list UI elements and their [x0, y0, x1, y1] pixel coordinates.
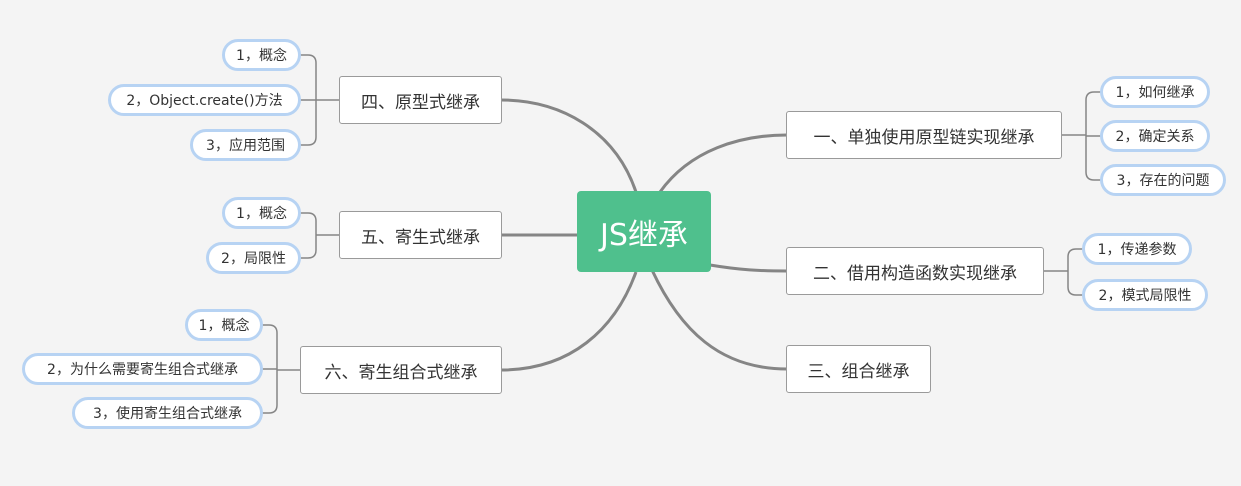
- root-to-branch-1: [658, 133, 788, 193]
- leaf-node-2-1[interactable]: 1，传递参数: [1082, 233, 1192, 265]
- bracket-1-1: [1085, 91, 1101, 135]
- leaf-node-2-2[interactable]: 2，模式局限性: [1082, 279, 1208, 311]
- leaf-node-1-2[interactable]: 2，确定关系: [1100, 120, 1210, 152]
- leaf-node-1-3[interactable]: 3，存在的问题: [1100, 164, 1226, 196]
- leaf-node-6-3[interactable]: 3，使用寄生组合式继承: [72, 397, 263, 429]
- leaf-node-4-1[interactable]: 1，概念: [222, 39, 301, 71]
- bracket-5-1: [300, 212, 317, 235]
- bracket-4-1: [300, 54, 317, 100]
- bracket-2-1: [1067, 248, 1083, 271]
- leaf-node-6-2[interactable]: 2，为什么需要寄生组合式继承: [22, 353, 263, 385]
- bracket-6-1: [262, 324, 278, 370]
- leaf-node-4-3[interactable]: 3，应用范围: [190, 129, 301, 161]
- root-to-branch-3: [650, 269, 788, 371]
- bracket-2-2: [1067, 271, 1083, 296]
- branch-node-2[interactable]: 二、借用构造函数实现继承: [786, 247, 1044, 295]
- bracket-4-3: [300, 100, 317, 146]
- branch-node-1[interactable]: 一、单独使用原型链实现继承: [786, 111, 1062, 159]
- branch-node-6[interactable]: 六、寄生组合式继承: [300, 346, 502, 394]
- branch-node-4[interactable]: 四、原型式继承: [339, 76, 502, 124]
- bracket-5-2: [300, 235, 317, 259]
- root-node[interactable]: JS继承: [577, 191, 711, 272]
- branch-node-5[interactable]: 五、寄生式继承: [339, 211, 502, 259]
- leaf-node-6-1[interactable]: 1，概念: [185, 309, 263, 341]
- root-to-branch-2: [709, 263, 788, 273]
- branch-node-3[interactable]: 三、组合继承: [786, 345, 931, 393]
- leaf-node-5-2[interactable]: 2，局限性: [206, 242, 301, 274]
- bracket-6-3: [262, 370, 278, 414]
- root-to-branch-6: [500, 271, 638, 372]
- root-to-branch-4: [500, 98, 638, 193]
- leaf-node-1-1[interactable]: 1，如何继承: [1100, 76, 1210, 108]
- leaf-node-4-2[interactable]: 2，Object.create()方法: [108, 84, 301, 116]
- bracket-1-3: [1085, 135, 1101, 181]
- leaf-node-5-1[interactable]: 1，概念: [222, 197, 301, 229]
